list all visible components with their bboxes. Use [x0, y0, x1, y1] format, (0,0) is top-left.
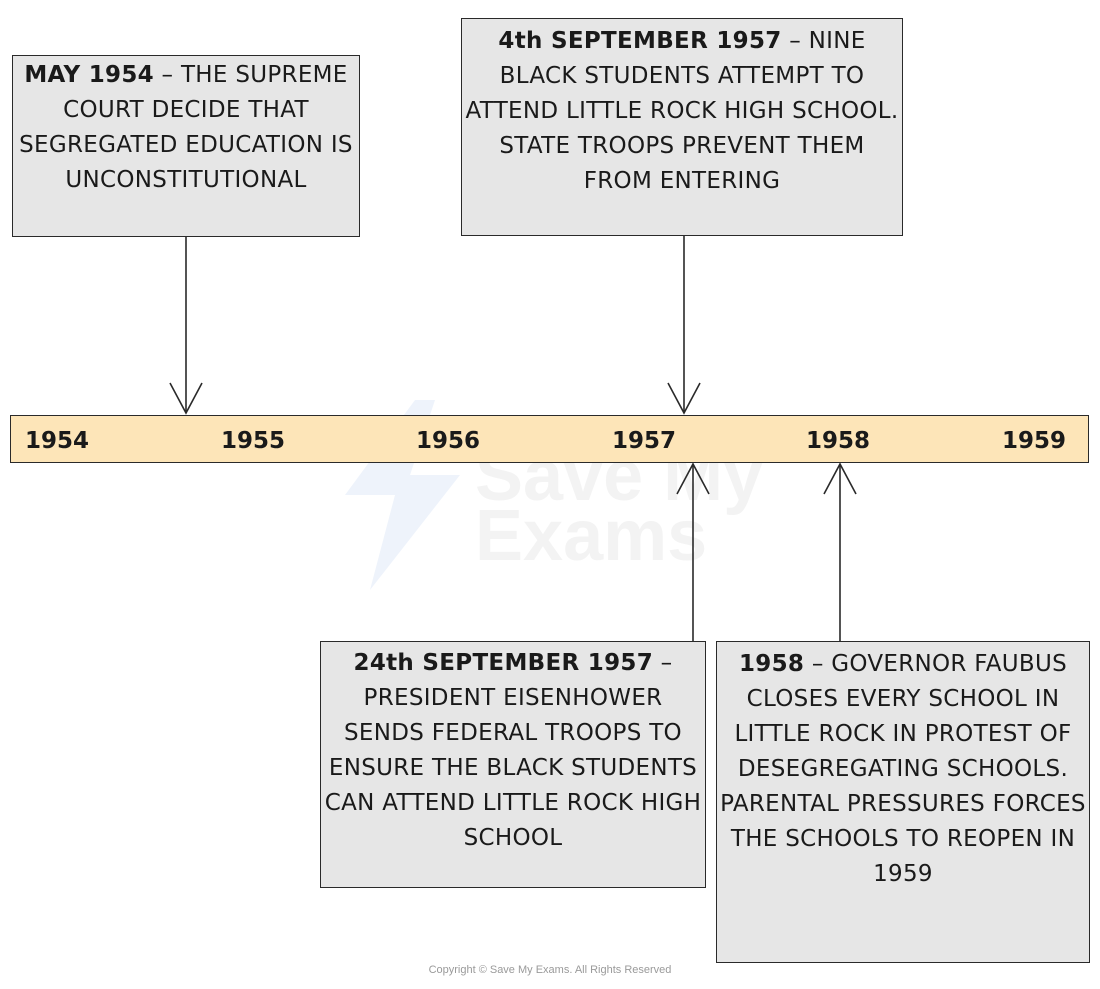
event-box-may-1954: MAY 1954 – THE SUPREME COURT DECIDE THAT…: [12, 55, 360, 237]
event-box-4th-september-1957: 4th SEPTEMBER 1957 – NINE BLACK STUDENTS…: [461, 18, 903, 236]
event-date: 24th SEPTEMBER 1957: [353, 650, 654, 676]
arrow-may-1954: [169, 237, 203, 415]
arrow-1958: [823, 462, 857, 641]
event-date: MAY 1954: [24, 62, 154, 88]
timeline-bar: [10, 415, 1089, 463]
year-label-1959: 1959: [1002, 428, 1067, 454]
event-text: – GOVERNOR FAUBUS CLOSES EVERY SCHOOL IN…: [720, 651, 1086, 887]
year-label-1955: 1955: [221, 428, 286, 454]
year-label-1954: 1954: [25, 428, 90, 454]
year-label-1957: 1957: [612, 428, 677, 454]
year-label-1958: 1958: [806, 428, 871, 454]
copyright-notice: Copyright © Save My Exams. All Rights Re…: [428, 964, 672, 976]
event-date: 1958: [738, 651, 805, 677]
event-box-24th-september-1957: 24th SEPTEMBER 1957 – PRESIDENT EISENHOW…: [320, 641, 706, 888]
event-box-1958: 1958 – GOVERNOR FAUBUS CLOSES EVERY SCHO…: [716, 641, 1090, 963]
event-date: 4th SEPTEMBER 1957: [498, 28, 782, 54]
year-label-1956: 1956: [416, 428, 481, 454]
watermark-line-2: Exams: [475, 496, 707, 576]
event-text: – PRESIDENT EISENHOWER SENDS FEDERAL TRO…: [324, 650, 702, 851]
event-text: – THE SUPREME COURT DECIDE THAT SEGREGAT…: [19, 62, 353, 193]
lightning-logo-icon: [345, 400, 460, 590]
arrow-sep4-1957: [667, 236, 701, 415]
event-text: – NINE BLACK STUDENTS ATTEMPT TO ATTEND …: [465, 28, 899, 194]
arrow-sep24-1957: [676, 462, 710, 641]
